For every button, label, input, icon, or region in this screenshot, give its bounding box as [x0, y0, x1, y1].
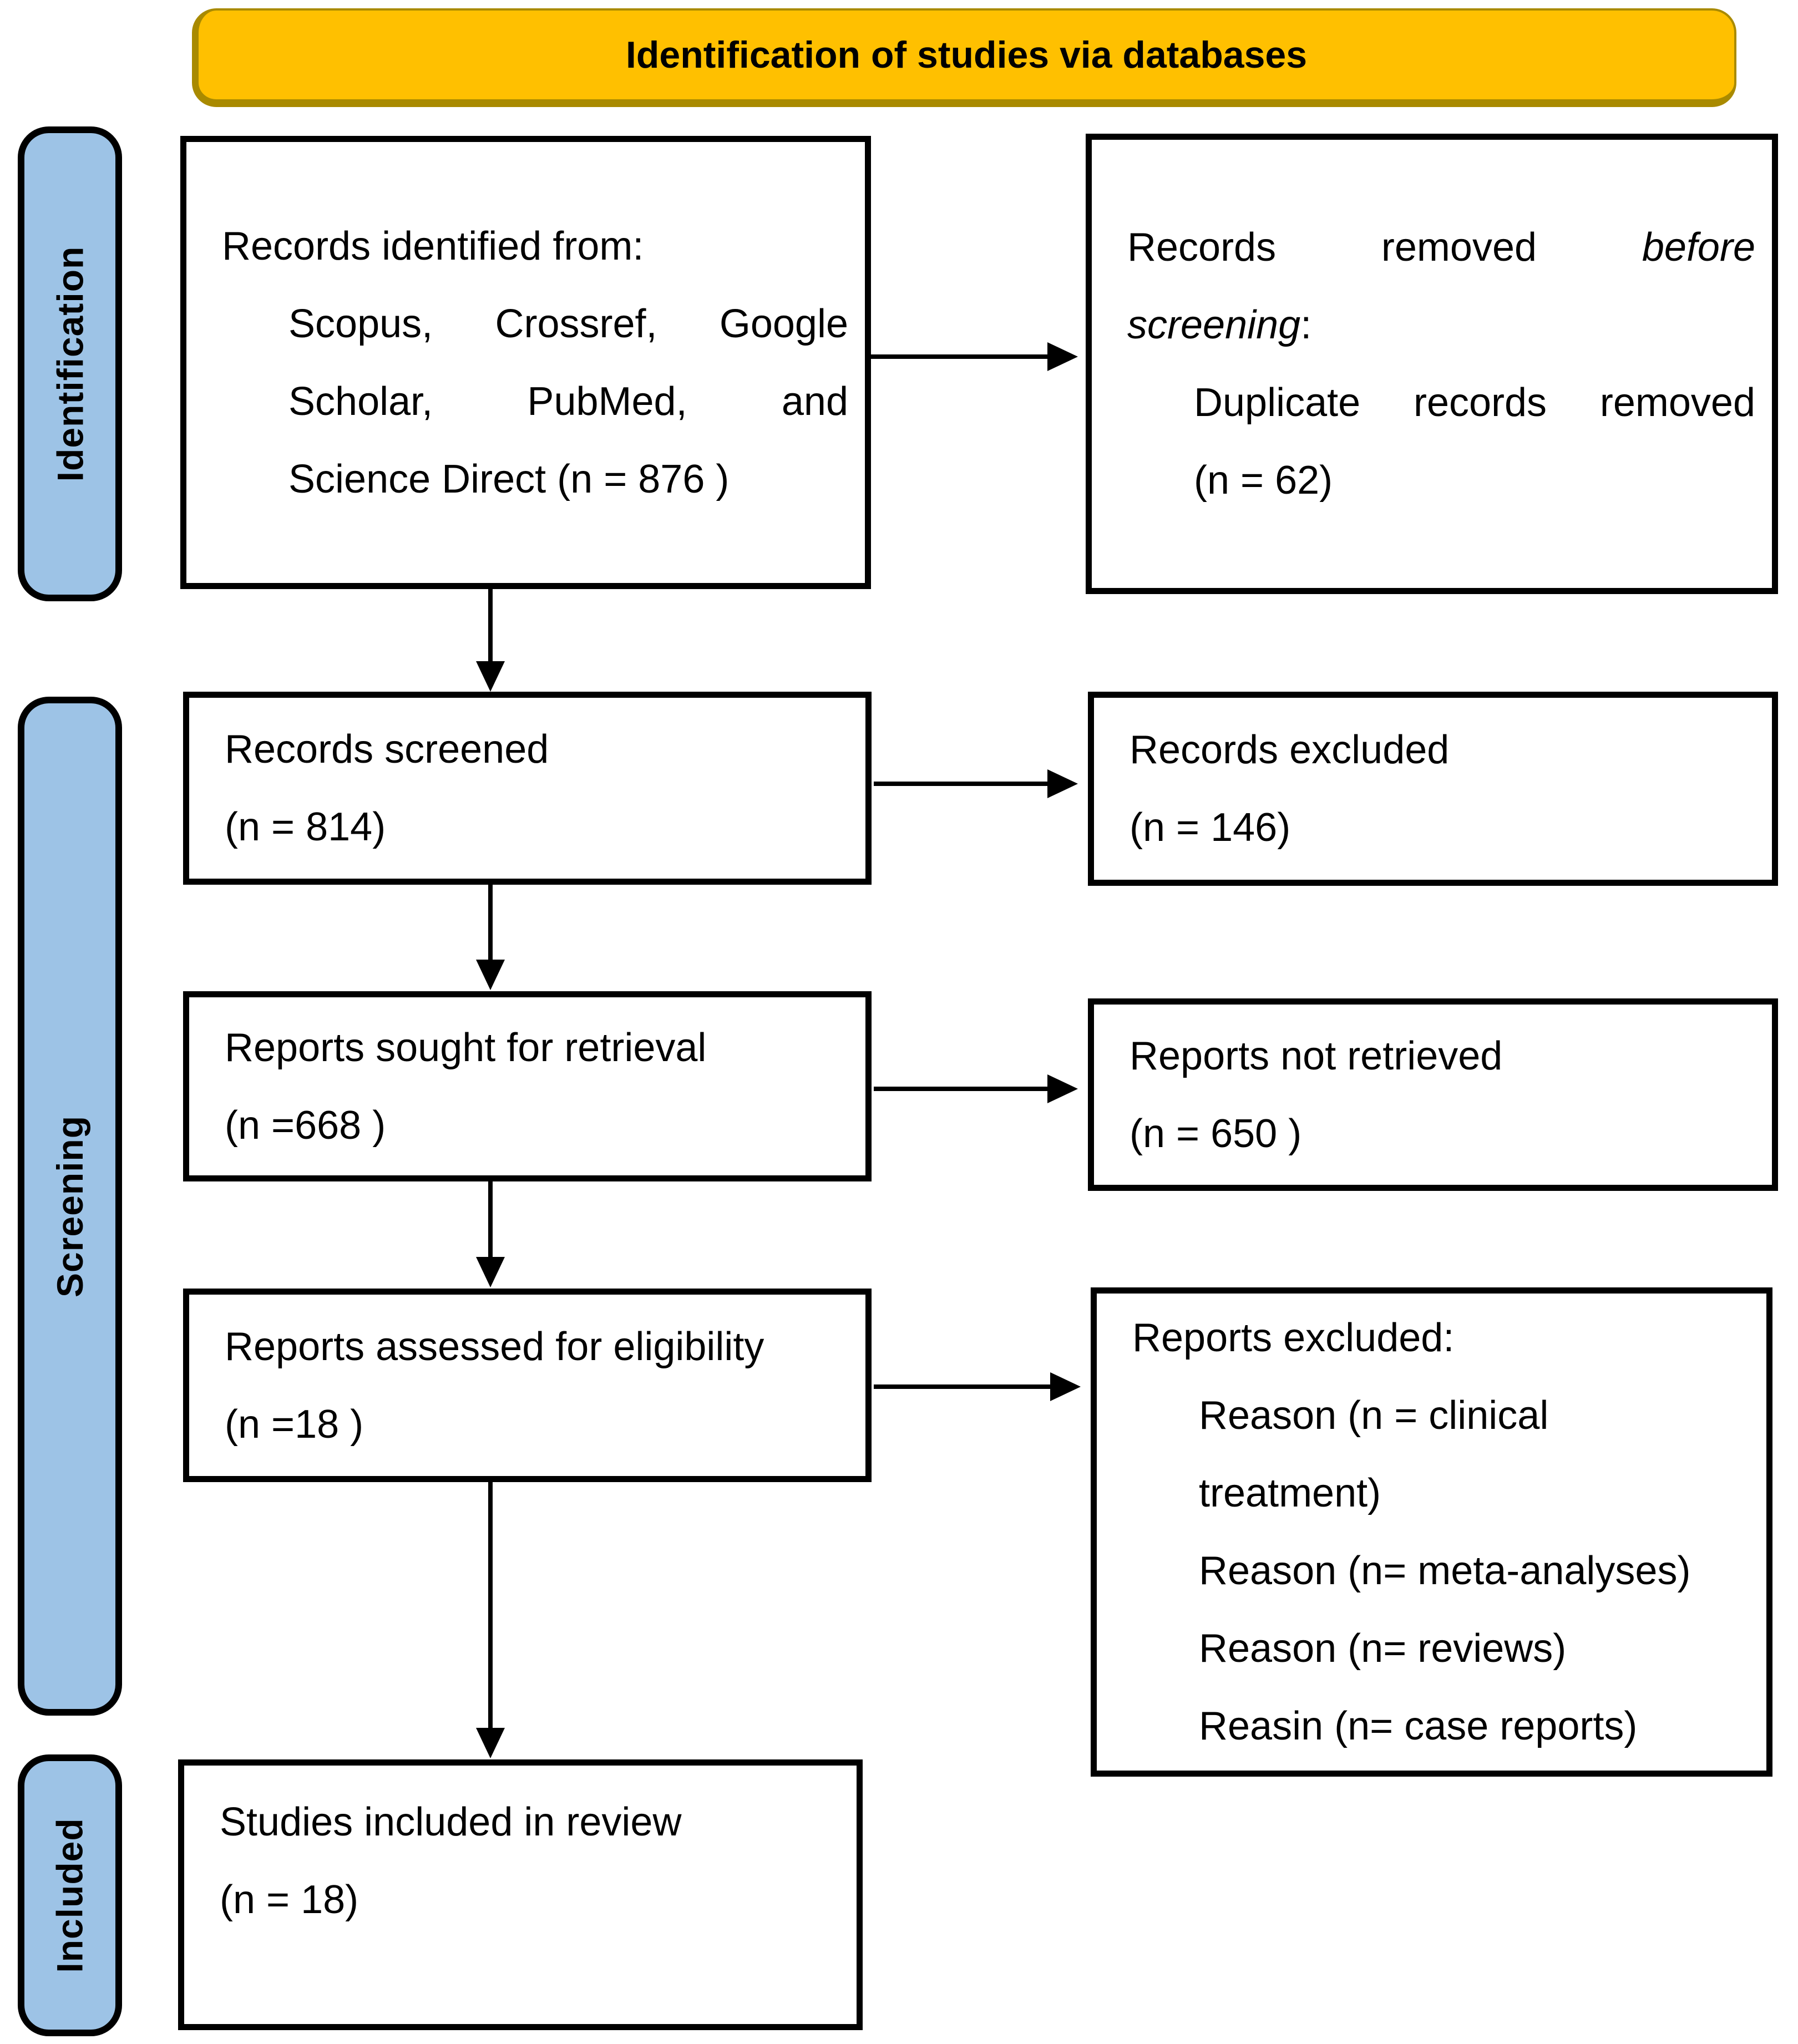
arrow-identified-to-screened-head-icon: [476, 661, 505, 692]
reports-assessed-line: Reports assessed for eligibility: [225, 1324, 764, 1369]
arrow-screened-to-excluded-stem: [874, 782, 1051, 786]
sidebar-stage-included: Included: [18, 1754, 122, 2036]
records-identified-line: Records identified from:: [222, 224, 644, 268]
reports-assessed-count: (n =18 ): [225, 1402, 364, 1447]
records-screened-count: (n = 814): [225, 805, 386, 849]
arrow-screened-to-excluded-head-icon: [1047, 769, 1078, 798]
records-removed-line: Records removed before: [1127, 209, 1755, 286]
sidebar-stage-included-label: Included: [49, 1818, 91, 1973]
arrow-assessed-to-included-stem: [488, 1482, 493, 1729]
arrow-sought-to-not-retrieved-stem: [874, 1087, 1051, 1091]
records-removed-text: :: [1300, 303, 1312, 347]
reports-sought-line: Reports sought for retrieval: [225, 1025, 707, 1070]
header-banner: Identification of studies via databases: [192, 8, 1736, 107]
sidebar-stage-screening: Screening: [18, 697, 122, 1716]
reports-excluded-reason: Reason (n= meta-analyses): [1199, 1549, 1691, 1593]
records-identified-line: Science Direct (n = 876 ): [288, 457, 730, 501]
box-reports-sought: Reports sought for retrieval (n =668 ): [183, 991, 872, 1181]
records-removed-italic: before: [1642, 225, 1755, 270]
box-studies-included: Studies included in review (n = 18): [178, 1759, 863, 2030]
arrow-screened-to-sought-head-icon: [476, 960, 505, 990]
reports-excluded-reason: Reason (n= reviews): [1199, 1626, 1567, 1671]
header-title: Identification of studies via databases: [625, 34, 1308, 76]
box-records-identified: Records identified from: Scopus, Crossre…: [180, 136, 871, 589]
records-removed-line: (n = 62): [1194, 458, 1333, 503]
sidebar-stage-screening-label: Screening: [49, 1115, 91, 1297]
reports-excluded-reason: Reason (n = clinical: [1199, 1393, 1549, 1438]
box-reports-excluded: Reports excluded: Reason (n = clinical t…: [1091, 1287, 1772, 1777]
arrow-sought-to-assessed-stem: [488, 1181, 493, 1258]
box-records-excluded: Records excluded (n = 146): [1088, 692, 1778, 886]
studies-included-line: Studies included in review: [220, 1800, 682, 1844]
records-excluded-count: (n = 146): [1130, 805, 1291, 850]
records-screened-line: Records screened: [225, 727, 549, 772]
records-removed-line: screening:: [1127, 286, 1755, 364]
reports-not-retrieved-line: Reports not retrieved: [1130, 1033, 1503, 1078]
reports-excluded-reason: treatment): [1199, 1471, 1381, 1515]
arrow-assessed-to-included-head-icon: [476, 1728, 505, 1758]
box-records-screened: Records screened (n = 814): [183, 692, 872, 885]
reports-sought-count: (n =668 ): [225, 1103, 386, 1148]
arrow-sought-to-assessed-head-icon: [476, 1257, 505, 1287]
records-identified-line: Scopus, Crossref, Google: [288, 301, 848, 346]
records-removed-text: Records removed: [1127, 225, 1642, 270]
arrow-identified-to-removed-stem: [871, 354, 1051, 359]
arrow-assessed-to-reports-excluded-stem: [874, 1384, 1054, 1389]
box-records-removed-before-screening: Records removed before screening: Duplic…: [1086, 134, 1778, 594]
sidebar-stage-identification: Identification: [18, 126, 122, 601]
records-excluded-line: Records excluded: [1130, 728, 1450, 772]
records-removed-italic: screening: [1127, 303, 1301, 347]
records-identified-line: Scholar, PubMed, and: [288, 379, 848, 424]
reports-not-retrieved-count: (n = 650 ): [1130, 1111, 1302, 1156]
box-reports-not-retrieved: Reports not retrieved (n = 650 ): [1088, 998, 1778, 1191]
arrow-screened-to-sought-stem: [488, 885, 493, 961]
reports-excluded-line: Reports excluded:: [1132, 1316, 1455, 1360]
reports-excluded-reason: Reasin (n= case reports): [1199, 1704, 1638, 1748]
arrow-identified-to-removed-head-icon: [1047, 342, 1078, 371]
studies-included-count: (n = 18): [220, 1878, 359, 1922]
records-removed-line: Duplicate records removed: [1194, 381, 1755, 425]
sidebar-stage-identification-label: Identification: [49, 246, 91, 482]
arrow-sought-to-not-retrieved-head-icon: [1047, 1074, 1078, 1103]
box-reports-assessed: Reports assessed for eligibility (n =18 …: [183, 1289, 872, 1482]
arrow-identified-to-screened-stem: [488, 588, 493, 663]
arrow-assessed-to-reports-excluded-head-icon: [1050, 1372, 1081, 1401]
